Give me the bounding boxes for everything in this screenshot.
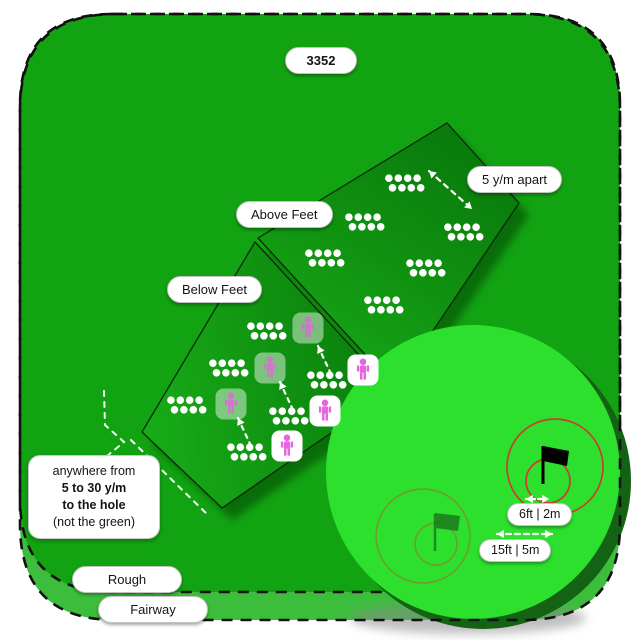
inner-ring-label: 6ft | 2m [507, 503, 573, 526]
ball-cluster [444, 223, 484, 241]
fairway-label: Fairway [98, 596, 208, 623]
rough-label: Rough [72, 566, 182, 593]
walk-arrow [316, 344, 333, 376]
note-line-4: (not the green) [53, 515, 135, 529]
ball-cluster [247, 322, 287, 340]
spacing-arrow [427, 169, 474, 211]
walk-arrow [236, 416, 253, 448]
ball-cluster [307, 371, 347, 389]
fairway-border [18, 12, 622, 622]
ball-cluster [167, 396, 207, 414]
below-feet-label: Below Feet [167, 276, 263, 303]
flag-icon [541, 446, 569, 484]
ball-cluster [385, 174, 425, 192]
ball-cluster [227, 443, 267, 461]
distance-note: anywhere from 5 to 30 y/m to the hole (n… [28, 455, 160, 539]
above-feet-label: Above Feet [236, 201, 333, 228]
note-line-3: to the hole [62, 498, 126, 512]
ball-cluster [269, 407, 309, 425]
note-line-2: 5 to 30 y/m [61, 481, 127, 495]
player-target-icon [254, 352, 286, 384]
ball-cluster [345, 213, 385, 231]
upper-slab [256, 122, 520, 389]
ball-cluster [209, 359, 249, 377]
walk-arrow [278, 380, 295, 412]
ghost-target [375, 488, 471, 584]
range-dash-marks [103, 390, 210, 517]
player-target-icon [215, 388, 247, 420]
spacing-label: 5 y/m apart [467, 166, 563, 193]
ball-cluster [305, 249, 345, 267]
outer-ring-label: 15ft | 5m [479, 539, 552, 562]
ball-cluster [364, 296, 404, 314]
pin-target [506, 418, 604, 516]
inner-measure-arrow [524, 494, 551, 504]
player-icon [271, 430, 303, 462]
drill-number-badge: 3352 [285, 47, 357, 74]
player-target-icon [292, 312, 324, 344]
player-icon [347, 354, 379, 386]
ball-cluster [406, 259, 446, 277]
player-icon [309, 395, 341, 427]
ghost-flag-icon [433, 513, 460, 551]
outer-measure-arrow [495, 529, 554, 539]
note-line-1: anywhere from [52, 464, 136, 478]
